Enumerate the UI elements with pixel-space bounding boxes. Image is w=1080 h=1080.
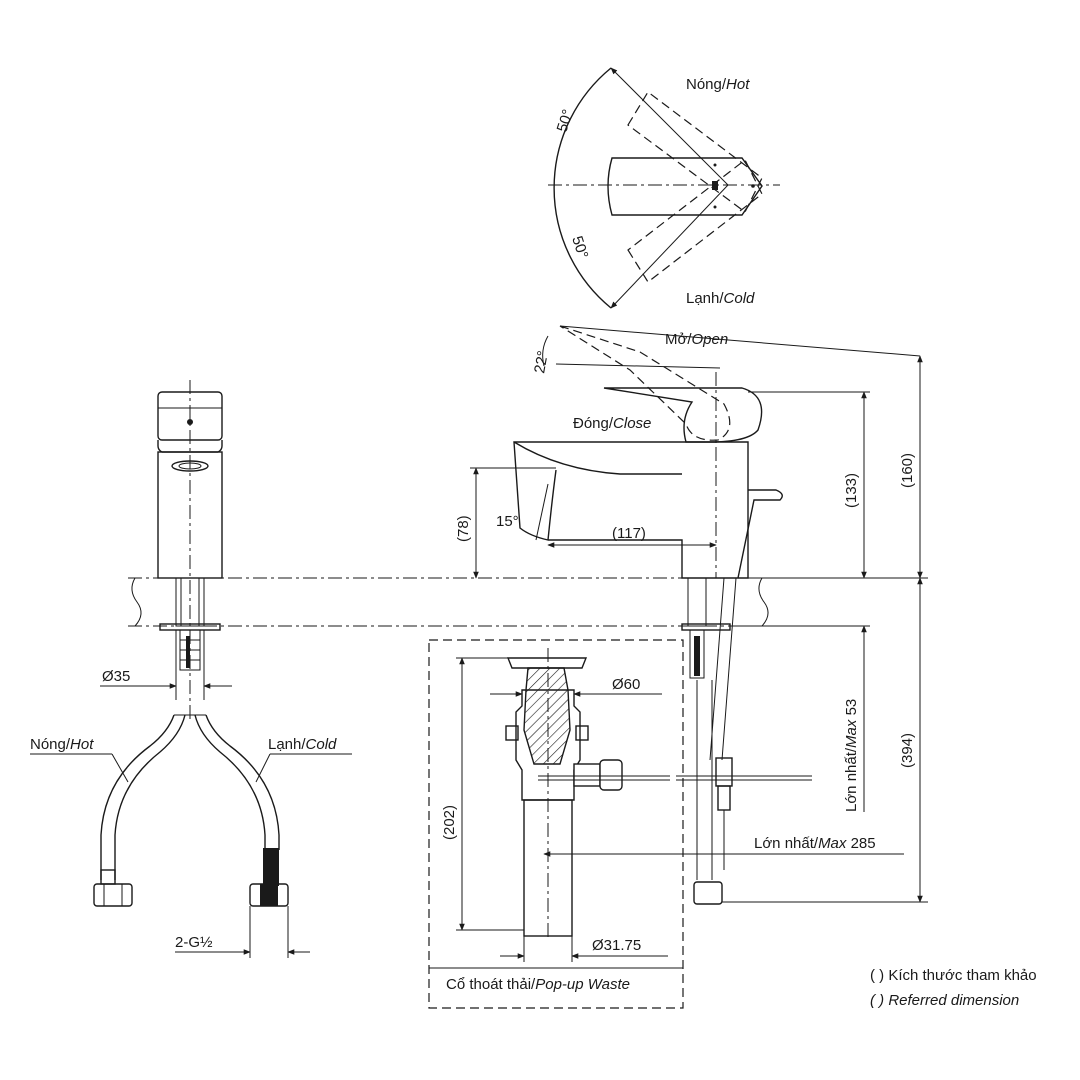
popup-rod (737, 489, 783, 579)
counter-lines (128, 577, 920, 627)
dia35-label: Ø35 (102, 668, 130, 685)
handle-cold-position (627, 159, 763, 283)
angle-hot-label: 50° (554, 107, 577, 134)
note-en: ( ) Referred dimension (870, 992, 1019, 1009)
close-label: Đóng/Close (573, 415, 651, 432)
dim-160-label: (160) (899, 453, 916, 488)
side-view (470, 325, 928, 905)
dim-202-label: (202) (441, 805, 458, 840)
handle-pivot-mark (712, 181, 718, 190)
dim-394-label: (394) (899, 733, 916, 768)
lever-closed (603, 387, 763, 443)
open-label: Mở/Open (665, 331, 728, 348)
rotation-arc (553, 67, 612, 309)
top-view (548, 67, 780, 309)
popup-waste (428, 639, 684, 1009)
angle-spout-label: 15° (496, 513, 519, 530)
dia3175-label: Ø31.75 (592, 937, 641, 954)
hot-limit-line (610, 67, 729, 186)
cold-hose (194, 714, 266, 850)
max53-label: Lớn nhất/Max 53 (843, 699, 860, 812)
waste-frame (428, 639, 684, 1009)
angle-cold-label: 50° (568, 234, 591, 261)
top-cold-label: Lạnh/Cold (686, 290, 755, 307)
dim-117-label: (117) (612, 525, 646, 542)
top-hot-label: Nóng/Hot (686, 76, 750, 93)
angle-lever-label: 22° (531, 349, 552, 374)
waste-label: Cổ thoát thải/Pop-up Waste (446, 976, 630, 993)
max285-label: Lớn nhất/Max 285 (754, 835, 876, 852)
hot-hose (114, 714, 186, 880)
dim-133-label: (133) (843, 473, 860, 508)
front-view (30, 380, 352, 958)
side-cold-label: Lạnh/Cold (268, 736, 337, 753)
dia60-label: Ø60 (612, 676, 640, 693)
waste-plug (523, 667, 571, 765)
hot-nut (93, 883, 133, 907)
side-nut (693, 881, 723, 905)
handle-hot-position (627, 91, 763, 213)
dim-78-label: (78) (455, 515, 472, 542)
faucet-body (513, 441, 749, 579)
waste-body (515, 689, 581, 801)
thread-label: 2-G½ (175, 934, 213, 951)
lever-open (559, 325, 731, 441)
cold-limit-line (610, 184, 729, 309)
side-hot-label: Nóng/Hot (30, 736, 94, 753)
handle-center (607, 157, 763, 216)
note-vi: ( ) Kích thước tham khảo (870, 967, 1037, 984)
